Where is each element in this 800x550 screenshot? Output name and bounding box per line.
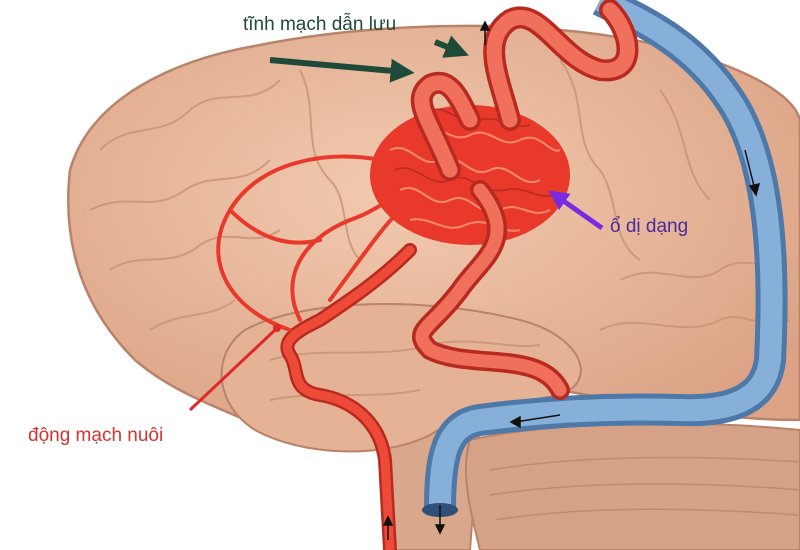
draining-vein-pointer [269, 57, 415, 83]
flow-arrows [382, 20, 761, 540]
draining-vein-label: tĩnh mạch dẫn lưu [243, 14, 397, 35]
gyri [89, 59, 791, 401]
nidus-pointer [548, 190, 604, 231]
feeding-artery-label: động mạch nuôi [28, 425, 164, 446]
draining-veins [410, 0, 639, 400]
draining-vein-pointer-2 [433, 35, 469, 58]
feeding-artery [216, 154, 422, 550]
artery-pointer [188, 328, 277, 412]
nidus-label: ổ dị dạng [610, 216, 689, 237]
